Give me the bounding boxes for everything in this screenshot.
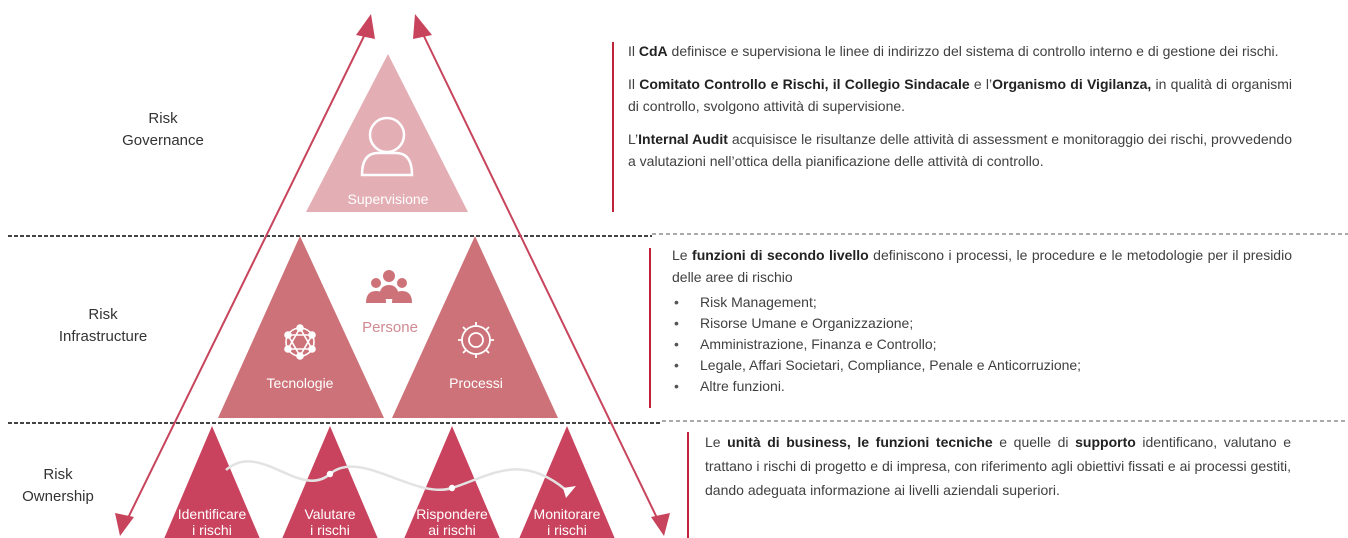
step-triangle-1 bbox=[164, 426, 260, 538]
list-item: Amministrazione, Finanza e Controllo; bbox=[672, 334, 1292, 355]
step-1-line-1: Identificare bbox=[178, 506, 247, 522]
people-icon bbox=[366, 270, 412, 303]
list-item: Legale, Affari Societari, Compliance, Pe… bbox=[672, 355, 1292, 376]
ownership-paragraph: Le unità di business, le funzioni tecnic… bbox=[705, 434, 1292, 498]
risk-infrastructure-line-1: Risk bbox=[88, 306, 118, 323]
risk-governance-label: Risk Governance bbox=[103, 108, 223, 152]
step-3-line-1: Rispondere bbox=[416, 506, 488, 522]
flow-dot-1 bbox=[326, 470, 334, 478]
infrastructure-intro: Le funzioni di secondo livello definisco… bbox=[672, 247, 1292, 285]
emphasis-text: Organismo di Vigilanza, bbox=[992, 76, 1152, 92]
step-triangle-3 bbox=[404, 426, 500, 538]
infrastructure-description: Le funzioni di secondo livello definisco… bbox=[672, 244, 1292, 397]
step-4-line-2: i rischi bbox=[547, 522, 587, 538]
risk-infrastructure-label: Risk Infrastructure bbox=[43, 304, 163, 348]
network-icon bbox=[284, 324, 316, 360]
emphasis-text: supporto bbox=[1075, 434, 1136, 450]
risk-governance-line-1: Risk bbox=[148, 110, 178, 127]
emphasis-text: funzioni di secondo livello bbox=[692, 247, 869, 263]
emphasis-text: CdA bbox=[638, 43, 668, 59]
governance-description: Il CdA definisce e supervisiona le linee… bbox=[628, 40, 1292, 183]
risk-ownership-label: Risk Ownership bbox=[0, 464, 118, 508]
second-level-functions-list: Risk Management; Risorse Umane e Organiz… bbox=[672, 292, 1292, 397]
ownership-accent-bar bbox=[687, 432, 689, 538]
process-label: Processi bbox=[449, 375, 503, 391]
flow-arrowhead bbox=[563, 486, 576, 498]
infrastructure-accent-bar bbox=[649, 248, 651, 408]
risk-ownership-line-2: Ownership bbox=[22, 488, 94, 505]
risk-ownership-line-1: Risk bbox=[43, 466, 73, 483]
risk-infrastructure-line-2: Infrastructure bbox=[58, 328, 148, 345]
step-2-line-1: Valutare bbox=[304, 506, 355, 522]
right-bidirectional-arrow bbox=[413, 14, 670, 536]
step-2-line-2: i rischi bbox=[310, 522, 350, 538]
governance-paragraph-1: Il CdA definisce e supervisiona le linee… bbox=[628, 43, 1279, 59]
people-label: Persone bbox=[362, 319, 418, 336]
flow-dot-2 bbox=[448, 484, 456, 492]
list-item: Altre funzioni. bbox=[672, 376, 1292, 397]
governance-accent-bar bbox=[612, 42, 614, 212]
supervision-label: Supervisione bbox=[348, 191, 429, 207]
emphasis-text: unità di business, le funzioni tecniche bbox=[727, 434, 993, 450]
emphasis-text: Internal Audit bbox=[638, 131, 728, 147]
technology-label: Tecnologie bbox=[267, 375, 334, 391]
risk-governance-line-2: Governance bbox=[122, 132, 204, 149]
list-item: Risk Management; bbox=[672, 292, 1292, 313]
step-1-line-2: i rischi bbox=[192, 522, 232, 538]
left-bidirectional-arrow bbox=[115, 14, 375, 536]
governance-paragraph-3: L’Internal Audit acquisisce le risultanz… bbox=[628, 131, 1293, 169]
governance-paragraph-2: Il Comitato Controllo e Rischi, il Colle… bbox=[628, 76, 1293, 114]
ownership-description: Le unità di business, le funzioni tecnic… bbox=[705, 430, 1291, 513]
supervision-triangle bbox=[306, 54, 468, 212]
step-3-line-2: ai rischi bbox=[428, 522, 475, 538]
gear-icon bbox=[458, 322, 494, 358]
step-4-line-1: Monitorare bbox=[534, 506, 601, 522]
step-triangle-2 bbox=[282, 426, 378, 538]
emphasis-text: Comitato Controllo e Rischi, il Collegio… bbox=[639, 76, 970, 92]
person-icon bbox=[360, 116, 414, 177]
step-triangle-4 bbox=[519, 426, 615, 538]
process-flow-line bbox=[225, 460, 567, 491]
process-triangle bbox=[392, 236, 558, 418]
list-item: Risorse Umane e Organizzazione; bbox=[672, 313, 1292, 334]
